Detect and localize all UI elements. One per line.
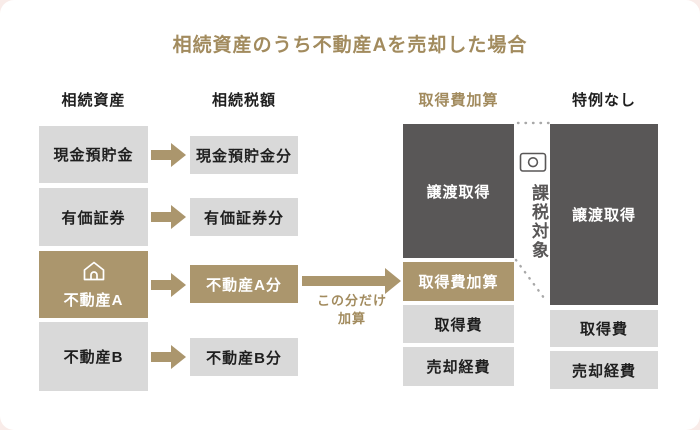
header-addition: 取得費加算 bbox=[418, 92, 499, 109]
arrow-note-line2: 加算 bbox=[337, 311, 366, 326]
tax-box-securities: 有価証券分 bbox=[190, 198, 298, 236]
nospecial-selling-box: 売却経費 bbox=[550, 351, 658, 389]
arrow-right-icon bbox=[151, 272, 187, 298]
addition-selling-box: 売却経費 bbox=[403, 347, 514, 386]
nospecial-acquisition-box: 取得費 bbox=[550, 310, 658, 347]
asset-box-securities: 有価証券 bbox=[39, 188, 148, 246]
header-no-special: 特例なし bbox=[571, 92, 636, 109]
arrow-note: この分だけ 加算 bbox=[288, 292, 416, 328]
tax-box-realestate-a: 不動産A分 bbox=[190, 265, 298, 303]
taxable-label: 課税対象 bbox=[529, 184, 548, 260]
nospecial-transfer-box: 譲渡取得 bbox=[550, 124, 658, 305]
asset-box-cash: 現金預貯金 bbox=[39, 126, 148, 183]
asset-box-realestate-a: 不動産A bbox=[39, 251, 148, 318]
addition-acquisition-box: 取得費 bbox=[403, 305, 514, 343]
addition-addition-box: 取得費加算 bbox=[403, 262, 514, 301]
header-assets: 相続資産 bbox=[61, 92, 126, 109]
addition-transfer-box: 譲渡取得 bbox=[403, 124, 514, 258]
page-title: 相続資産のうち不動産Aを売却した場合 bbox=[172, 35, 528, 56]
long-arrow-right-icon bbox=[302, 267, 402, 295]
arrow-right-icon bbox=[151, 344, 187, 370]
banknote-icon bbox=[519, 151, 547, 179]
asset-box-realestate-a-label: 不動産A bbox=[63, 291, 124, 309]
tax-box-realestate-b: 不動産B分 bbox=[190, 338, 298, 376]
asset-box-realestate-b: 不動産B bbox=[39, 322, 148, 391]
arrow-right-icon bbox=[151, 142, 187, 168]
arrow-note-line1: この分だけ bbox=[316, 293, 387, 308]
arrow-right-icon bbox=[151, 204, 187, 230]
tax-box-cash: 現金預貯金分 bbox=[190, 136, 298, 174]
house-icon bbox=[82, 260, 106, 286]
header-tax: 相続税額 bbox=[211, 92, 276, 109]
